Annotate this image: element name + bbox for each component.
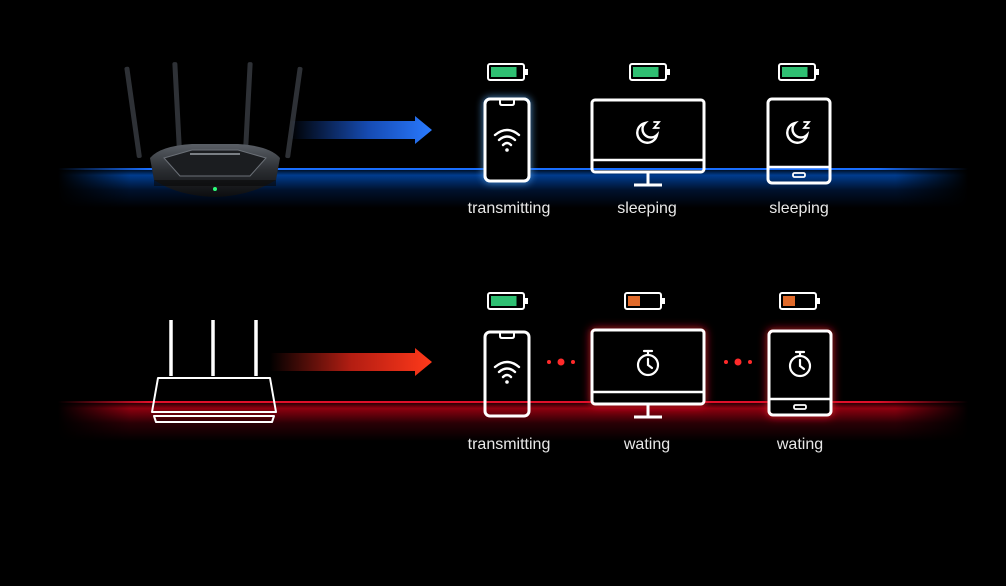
smartphone-icon — [483, 330, 531, 418]
wifi-icon — [493, 128, 521, 147]
stopwatch-icon — [788, 350, 812, 378]
signal-arrow-blue — [290, 116, 432, 144]
device-status-label: transmitting — [467, 200, 551, 217]
device-status-label: wating — [776, 436, 824, 453]
smartphone-icon — [483, 97, 531, 183]
stopwatch-icon — [636, 349, 660, 377]
device-status-label: sleeping — [617, 200, 677, 217]
waiting-dots — [547, 358, 575, 366]
router-icon — [151, 320, 277, 423]
device-status-label: wating — [623, 436, 671, 453]
signal-arrow-red — [270, 348, 432, 376]
battery-icon — [487, 292, 528, 310]
battery-icon — [778, 63, 819, 81]
waiting-dots — [724, 358, 752, 366]
sleep-moon-icon — [786, 120, 811, 144]
battery-icon — [487, 63, 528, 81]
monitor-icon — [590, 98, 706, 187]
router-icon — [124, 62, 303, 197]
red-floor-line — [58, 401, 968, 403]
device-status-label: transmitting — [467, 436, 551, 453]
monitor-icon — [590, 328, 706, 419]
battery-icon — [629, 63, 670, 81]
wifi-icon — [493, 360, 521, 379]
battery-icon — [624, 292, 665, 310]
device-status-label: sleeping — [769, 200, 829, 217]
tablet-icon — [766, 97, 832, 185]
tablet-icon — [767, 329, 833, 417]
sleep-moon-icon — [636, 120, 661, 144]
battery-icon — [779, 292, 820, 310]
